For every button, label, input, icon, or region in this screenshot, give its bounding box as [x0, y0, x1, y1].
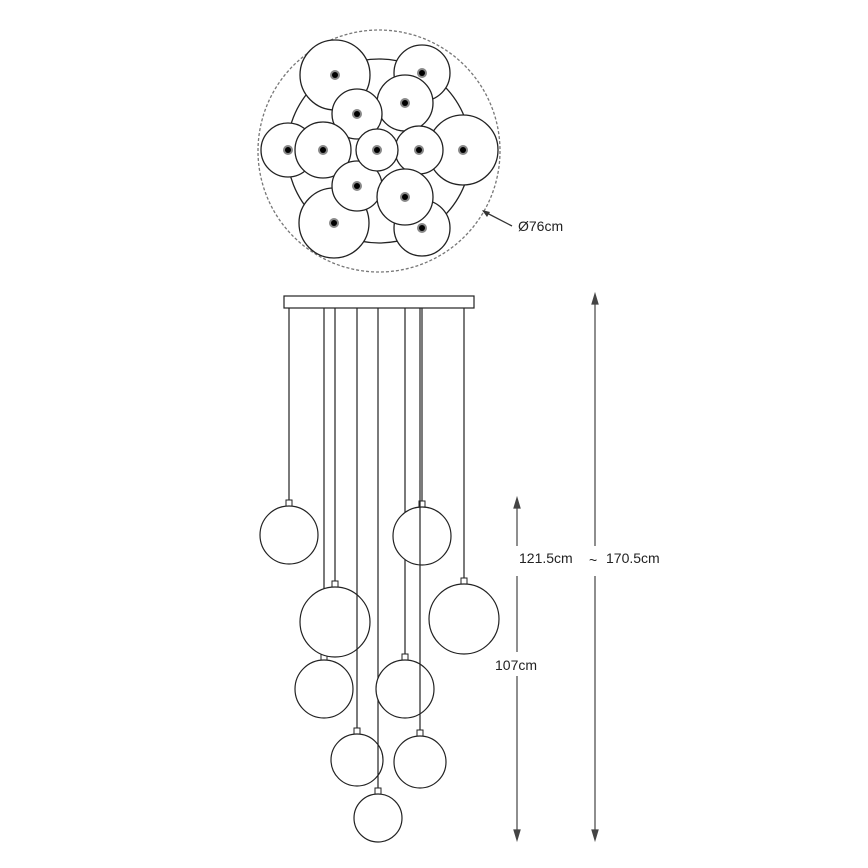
- shade-top-view: [394, 125, 444, 175]
- glass-globe: [330, 733, 384, 787]
- shade-top-view: [376, 168, 434, 226]
- dimension-globe-range: [513, 495, 521, 843]
- shade-top-view: [331, 88, 383, 140]
- pendant: [353, 308, 403, 843]
- pendant: [392, 308, 452, 566]
- pendant: [330, 308, 384, 787]
- pendant: [393, 308, 447, 789]
- pendant: [259, 308, 319, 565]
- glass-globe: [299, 586, 371, 658]
- shade-top-view: [294, 121, 352, 179]
- glass-globe: [428, 583, 500, 655]
- pendant-cap: [285, 499, 293, 507]
- diameter-label: Ø76cm: [518, 218, 563, 234]
- ceiling-canopy: [283, 295, 475, 309]
- total-height-label: 170.5cm: [606, 550, 660, 566]
- pendant-cap: [374, 787, 382, 795]
- outer-diameter-dashed-circle: [257, 29, 501, 273]
- glass-globe: [259, 505, 319, 565]
- glass-globe: [375, 659, 435, 719]
- lowest-height-label: 107cm: [495, 657, 537, 673]
- shade-top-view: [376, 74, 434, 132]
- arrow-down-icon: [513, 829, 521, 843]
- dimension-total: [591, 291, 599, 843]
- side-view: 121.5cm ~ 170.5cm 107cm: [259, 291, 660, 843]
- glass-globe: [353, 793, 403, 843]
- top-view: Ø76cm: [257, 29, 563, 273]
- arrow-up-icon: [513, 495, 521, 509]
- glass-globe: [392, 506, 452, 566]
- pendant: [428, 308, 500, 655]
- leader-arrow-icon: [482, 210, 490, 217]
- pendant-cap: [331, 580, 339, 588]
- glass-globe: [294, 659, 354, 719]
- pendant: [299, 308, 371, 658]
- pendant-cap: [401, 653, 409, 661]
- pendant-cap: [460, 577, 468, 585]
- globe-range-label: 121.5cm: [519, 550, 573, 566]
- arrow-up-icon: [591, 291, 599, 305]
- pendant-cap: [416, 729, 424, 737]
- glass-globe: [393, 735, 447, 789]
- pendant-cap: [353, 727, 361, 735]
- shade-top-view: [355, 128, 399, 172]
- approx-symbol: ~: [589, 552, 597, 568]
- arrow-down-icon: [591, 829, 599, 843]
